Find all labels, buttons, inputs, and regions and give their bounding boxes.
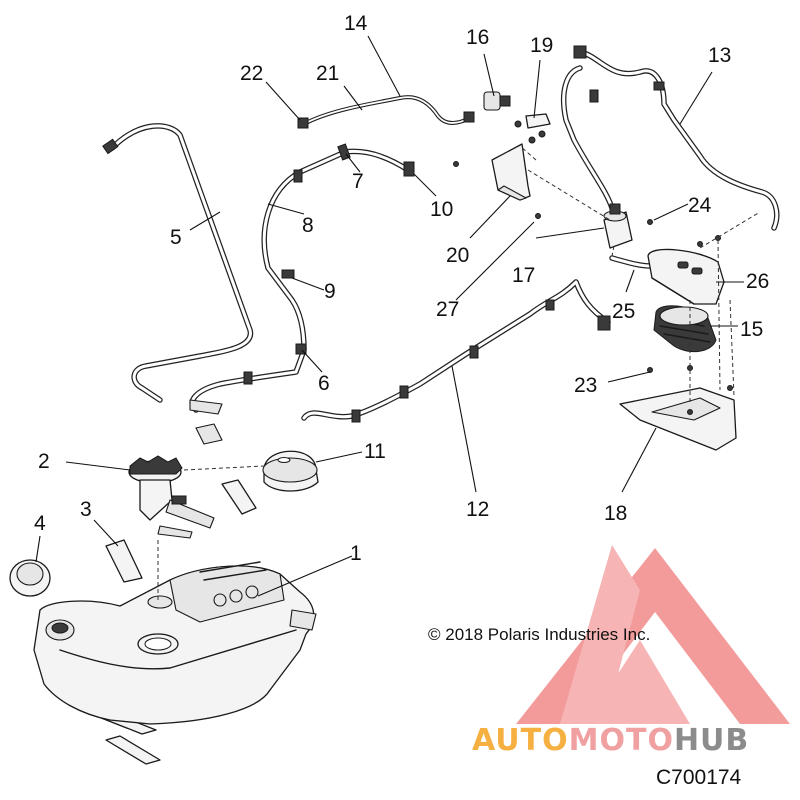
- fuel-tank-1: [33, 561, 317, 725]
- callout-13: 13: [708, 44, 731, 67]
- bracket-20: [453, 143, 541, 219]
- callout-27: 27: [436, 298, 459, 321]
- fasteners: [647, 219, 733, 391]
- canister-17: [603, 203, 633, 249]
- callout-4: 4: [34, 512, 46, 535]
- callout-3: 3: [80, 498, 92, 521]
- filter-15: [653, 305, 717, 353]
- gas-cap-4: [9, 559, 51, 597]
- callout-24: 24: [688, 194, 712, 217]
- callout-9: 9: [324, 280, 336, 303]
- callout-16: 16: [466, 26, 489, 49]
- watermark-logo: [516, 545, 790, 724]
- callout-20: 20: [446, 244, 469, 267]
- copyright-text: © 2018 Polaris Industries Inc.: [428, 625, 650, 644]
- hose-13: [560, 49, 780, 231]
- callout-22: 22: [240, 62, 263, 85]
- cap-11: [262, 450, 319, 492]
- watermark-moto: MOTO: [569, 723, 674, 758]
- bracket-19: [514, 113, 551, 144]
- callout-12: 12: [466, 498, 489, 521]
- callout-15: 15: [740, 318, 763, 341]
- callout-5: 5: [170, 226, 182, 249]
- dashed-lines: [157, 145, 761, 600]
- leader-lines: [35, 35, 744, 597]
- tray-18: [619, 387, 737, 451]
- watermark-text: AUTOMOTOHUB: [472, 723, 749, 758]
- callout-21: 21: [316, 62, 339, 85]
- callout-2: 2: [38, 450, 50, 473]
- figure-code: C700174: [656, 766, 742, 789]
- callout-labels: 1 2 3 4 5 6 7 8 9 10 11 12 13 14 15 16 1…: [34, 12, 769, 565]
- vent-hose-25: [609, 255, 653, 269]
- callout-1: 1: [350, 542, 362, 565]
- hose-5: [102, 123, 254, 403]
- hose-14: [297, 95, 475, 129]
- callout-25: 25: [612, 300, 635, 323]
- callout-8: 8: [302, 214, 314, 237]
- callout-14: 14: [344, 12, 368, 35]
- watermark-hub: HUB: [674, 723, 749, 758]
- callout-10: 10: [430, 198, 453, 221]
- callout-6: 6: [318, 372, 330, 395]
- callout-18: 18: [604, 502, 627, 525]
- logo-inner-mark: [560, 545, 690, 724]
- callout-26: 26: [746, 270, 769, 293]
- callout-7: 7: [352, 170, 364, 193]
- callout-23: 23: [574, 374, 597, 397]
- callout-11: 11: [364, 440, 386, 463]
- canister-26: [647, 248, 725, 305]
- fuel-pump-2: [128, 455, 215, 539]
- watermark-auto: AUTO: [472, 723, 569, 758]
- valve-16: [483, 91, 511, 111]
- callout-17: 17: [512, 264, 535, 287]
- callout-19: 19: [530, 34, 553, 57]
